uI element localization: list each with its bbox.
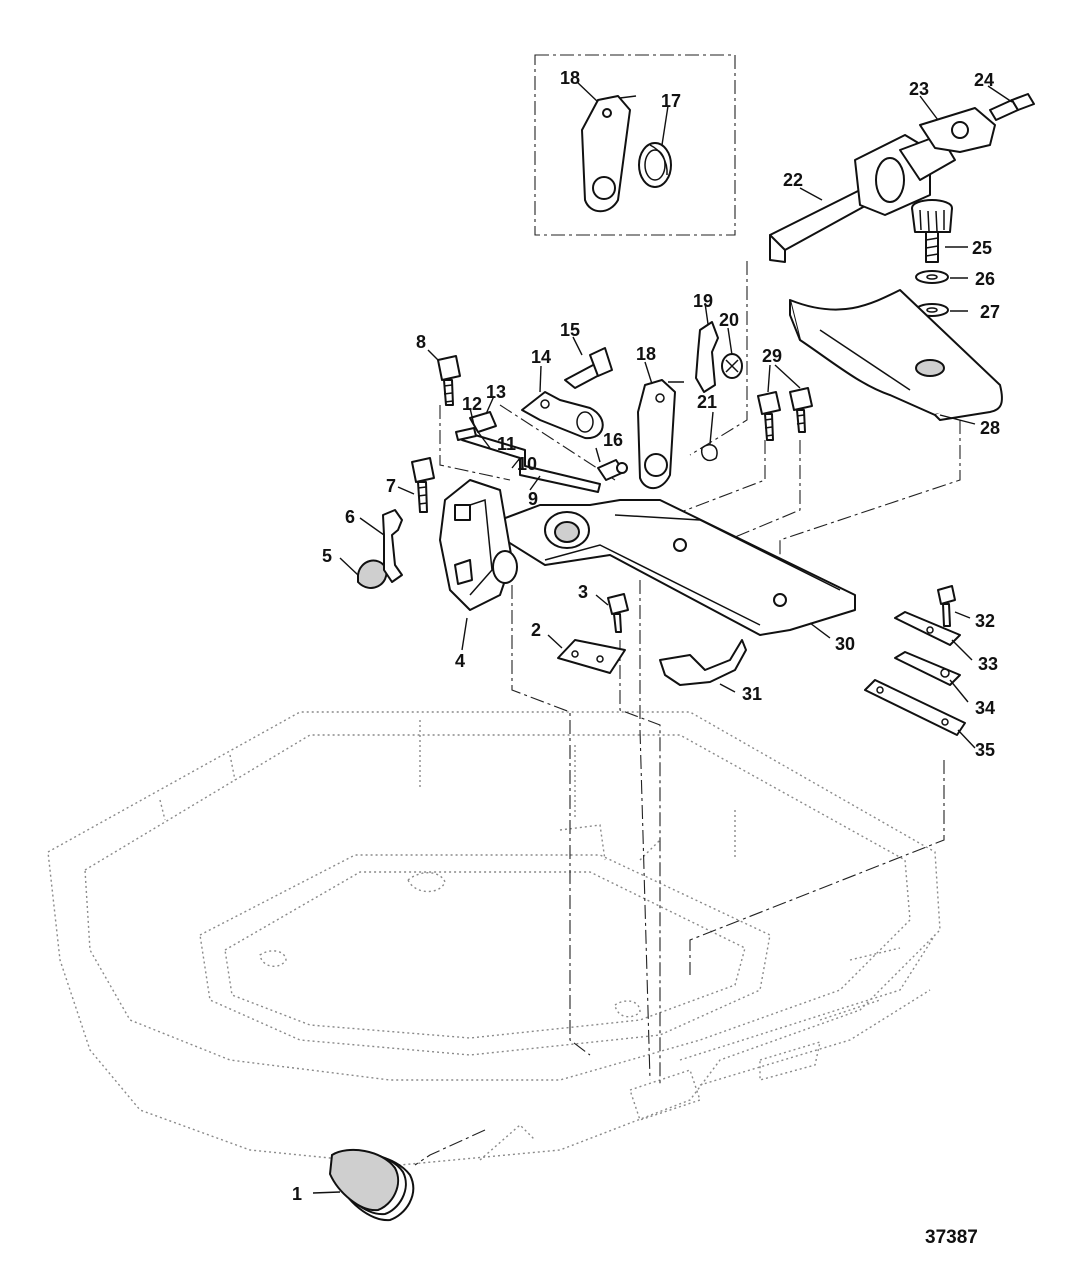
callout-34: 34 [975, 698, 995, 718]
callout-7: 7 [386, 476, 396, 496]
screw-7 [411, 457, 435, 513]
callout-14: 14 [531, 347, 551, 367]
callout-9: 9 [528, 489, 538, 509]
callout-10: 10 [517, 454, 537, 474]
callout-15: 15 [560, 320, 580, 340]
callout-25: 25 [972, 238, 992, 258]
grommet-1 [328, 1148, 415, 1222]
callout-28: 28 [980, 418, 1000, 438]
bracket-14 [521, 391, 604, 440]
screw-16 [597, 459, 628, 481]
plate-35 [864, 679, 966, 736]
linkage-rod [455, 411, 601, 493]
callout-11: 11 [497, 434, 516, 454]
knob-and-washers [911, 199, 953, 317]
callout-27: 27 [980, 302, 1000, 322]
reference-number: 37387 [925, 1227, 978, 1248]
lower-cowl-housing [47, 711, 941, 1166]
screw-8 [437, 355, 461, 406]
throttle-body [439, 479, 518, 611]
callout-24: 24 [974, 70, 994, 90]
callout-21: 21 [697, 392, 717, 412]
screw-3 [607, 593, 629, 633]
callout-31: 31 [742, 684, 762, 704]
spring-20 [721, 353, 743, 379]
cover-plate [789, 289, 1003, 421]
callout-29: 29 [762, 346, 782, 366]
clip-31 [659, 639, 747, 686]
callout-23: 23 [909, 79, 929, 99]
bolt-15 [564, 347, 613, 389]
callout-30: 30 [835, 634, 855, 654]
callout-3: 3 [578, 582, 588, 602]
plate-34 [894, 651, 961, 686]
callout-labels: 1 2 3 4 5 6 7 8 9 10 11 12 13 14 15 16 1… [292, 68, 1000, 1248]
clip-21 [700, 444, 718, 462]
callout-4: 4 [455, 651, 465, 671]
callout-32: 32 [975, 611, 995, 631]
plate-2 [557, 639, 626, 674]
leader-lines [312, 81, 1013, 1194]
plate-33 [894, 611, 961, 646]
callout-5: 5 [322, 546, 332, 566]
callout-16: 16 [603, 430, 623, 450]
callout-1: 1 [292, 1184, 302, 1204]
callout-6: 6 [345, 507, 355, 527]
callout-19: 19 [693, 291, 713, 311]
screw-32 [937, 585, 956, 627]
cap-5 [357, 559, 388, 589]
link-6 [382, 509, 403, 583]
lever-18 [637, 379, 684, 490]
callout-33: 33 [978, 654, 998, 674]
callout-13: 13 [486, 382, 506, 402]
screws-29 [757, 387, 813, 441]
mount-bracket [499, 499, 856, 636]
callout-8: 8 [416, 332, 426, 352]
callout-2: 2 [531, 620, 541, 640]
arm-19 [695, 321, 719, 393]
callout-26: 26 [975, 269, 995, 289]
shaft-assembly [769, 93, 1035, 263]
callout-35: 35 [975, 740, 995, 760]
callout-12: 12 [462, 394, 482, 414]
detail-inset [534, 54, 736, 236]
callout-20: 20 [719, 310, 739, 330]
callout-17: 17 [661, 91, 681, 111]
callout-18: 18 [560, 68, 580, 88]
callout-18-main: 18 [636, 344, 656, 364]
callout-22: 22 [783, 170, 803, 190]
